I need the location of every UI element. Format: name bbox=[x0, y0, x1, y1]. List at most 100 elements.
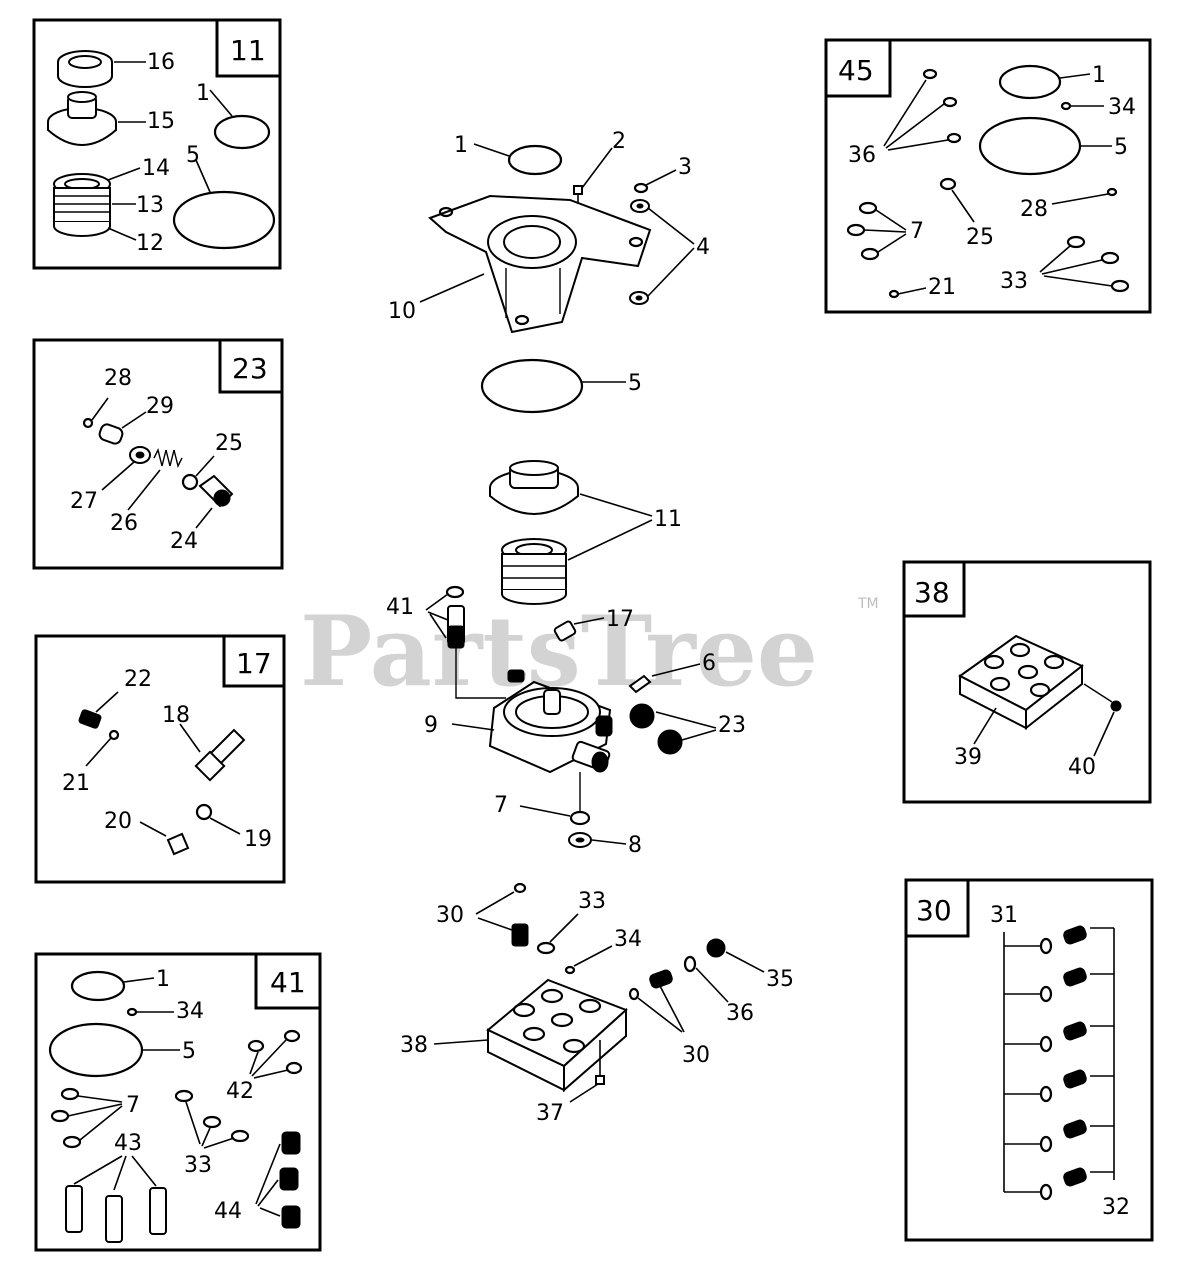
main-label-30-side: 30 bbox=[682, 1043, 710, 1068]
seal-13 bbox=[53, 187, 111, 223]
oring-1 bbox=[998, 64, 1062, 100]
main-label-11: 11 bbox=[654, 507, 682, 532]
label-5: 5 bbox=[186, 143, 200, 168]
main-label-23: 23 bbox=[718, 713, 746, 738]
kit-23-title-box bbox=[218, 338, 284, 394]
oring-5 bbox=[480, 358, 584, 414]
oring-34 bbox=[126, 1007, 138, 1017]
label-1: 1 bbox=[156, 967, 170, 992]
ball-19 bbox=[195, 803, 213, 821]
main-label-7: 7 bbox=[494, 793, 508, 818]
spring-26 bbox=[153, 447, 183, 469]
label-31: 31 bbox=[990, 903, 1018, 928]
label-40: 40 bbox=[1068, 755, 1096, 780]
kit-23-panel: 23 28 29 27 26 25 24 bbox=[32, 338, 284, 570]
label-14: 14 bbox=[142, 156, 170, 181]
label-24: 24 bbox=[170, 529, 198, 554]
oring-5 bbox=[978, 116, 1082, 176]
plug-22 bbox=[78, 709, 102, 729]
spring-44 bbox=[281, 1131, 301, 1155]
label-33: 33 bbox=[1000, 269, 1028, 294]
kit-45-title: 45 bbox=[838, 54, 874, 87]
label-36: 36 bbox=[848, 143, 876, 168]
valve-29 bbox=[98, 423, 124, 445]
main-label-1: 1 bbox=[454, 133, 468, 158]
pin-43 bbox=[105, 1195, 123, 1243]
label-7: 7 bbox=[126, 1093, 140, 1118]
label-33: 33 bbox=[184, 1153, 212, 1178]
main-label-35: 35 bbox=[766, 967, 794, 992]
main-label-37: 37 bbox=[536, 1101, 564, 1126]
label-15: 15 bbox=[147, 109, 175, 134]
ring-3 bbox=[633, 182, 649, 194]
label-44: 44 bbox=[214, 1199, 242, 1224]
label-20: 20 bbox=[104, 809, 132, 834]
seal-16-body bbox=[57, 62, 113, 88]
seal-12 bbox=[53, 222, 111, 237]
main-label-41: 41 bbox=[386, 595, 414, 620]
oring-7 bbox=[569, 810, 591, 826]
oring-1 bbox=[213, 114, 271, 150]
label-42: 42 bbox=[226, 1079, 254, 1104]
main-exploded-view: 1 2 3 4 10 5 bbox=[386, 129, 794, 1126]
oring-5 bbox=[48, 1022, 144, 1078]
label-1: 1 bbox=[196, 81, 210, 106]
main-label-38: 38 bbox=[400, 1033, 428, 1058]
seal-16-bore bbox=[68, 55, 102, 69]
kit-11-panel: 11 16 15 1 5 14 13 12 bbox=[32, 18, 282, 270]
valve-23 bbox=[657, 729, 683, 755]
main-label-30-top: 30 bbox=[436, 903, 464, 928]
kit-45-title-box bbox=[824, 38, 892, 98]
label-22: 22 bbox=[124, 667, 152, 692]
valve-assembly-row bbox=[1004, 925, 1114, 955]
label-12: 12 bbox=[136, 231, 164, 256]
pin-43 bbox=[149, 1187, 167, 1235]
kit-38-title-box bbox=[902, 560, 966, 618]
label-29: 29 bbox=[146, 394, 174, 419]
label-21: 21 bbox=[62, 771, 90, 796]
kit-30-border bbox=[904, 878, 1154, 1242]
label-25: 25 bbox=[215, 431, 243, 456]
oring-25 bbox=[939, 177, 957, 191]
main-label-36: 36 bbox=[726, 1001, 754, 1026]
kit-45-panel: 45 1 34 36 5 25 28 7 bbox=[824, 38, 1152, 314]
label-16: 16 bbox=[147, 50, 175, 75]
kit-11-border bbox=[32, 18, 282, 270]
label-5: 5 bbox=[182, 1039, 196, 1064]
label-7: 7 bbox=[910, 219, 924, 244]
oring-1 bbox=[507, 144, 563, 176]
label-5: 5 bbox=[1114, 135, 1128, 160]
valve-23 bbox=[629, 703, 655, 729]
oring-21 bbox=[108, 729, 120, 741]
oring-21 bbox=[888, 289, 900, 299]
kit-38-border bbox=[902, 560, 1152, 804]
valve-20 bbox=[166, 832, 190, 856]
main-label-3: 3 bbox=[678, 155, 692, 180]
kit-11-title: 11 bbox=[230, 34, 266, 67]
main-label-33: 33 bbox=[578, 889, 606, 914]
kit-17-panel: 17 22 21 18 19 20 bbox=[34, 634, 286, 884]
label-34: 34 bbox=[1108, 95, 1136, 120]
oring-28 bbox=[1106, 187, 1118, 197]
kit-45-border bbox=[824, 38, 1152, 314]
kit-17-title: 17 bbox=[236, 647, 272, 680]
label-1: 1 bbox=[1092, 63, 1106, 88]
label-21: 21 bbox=[928, 275, 956, 300]
label-28: 28 bbox=[1020, 197, 1048, 222]
main-label-5: 5 bbox=[628, 371, 642, 396]
valve-assembly-row bbox=[1004, 967, 1114, 1003]
spring-44 bbox=[281, 1205, 301, 1229]
label-26: 26 bbox=[110, 511, 138, 536]
kit-23-border bbox=[32, 338, 284, 570]
oring-25 bbox=[181, 473, 199, 491]
oring-5 bbox=[172, 190, 276, 250]
main-label-6: 6 bbox=[702, 651, 716, 676]
ball-40 bbox=[1110, 700, 1122, 712]
label-18: 18 bbox=[162, 703, 190, 728]
oring-34 bbox=[1060, 101, 1072, 111]
label-43: 43 bbox=[114, 1131, 142, 1156]
kit-23-title: 23 bbox=[232, 352, 268, 385]
kit-30-title: 30 bbox=[916, 894, 952, 927]
main-label-2: 2 bbox=[612, 129, 626, 154]
